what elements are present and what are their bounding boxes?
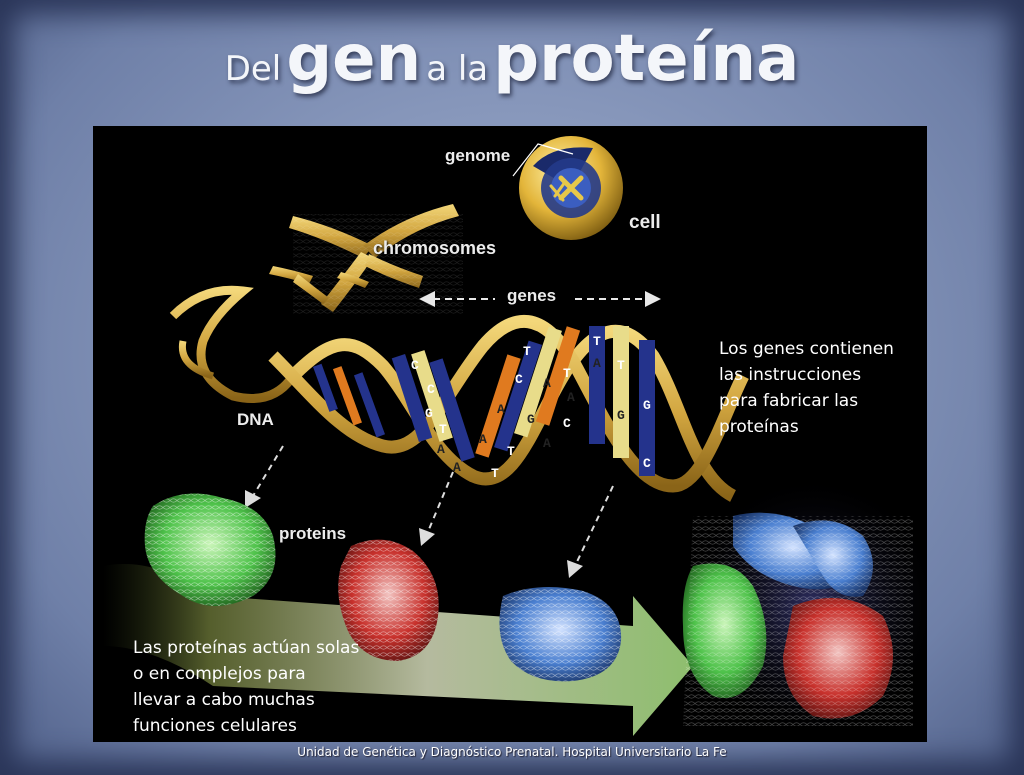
title-gen: gen [286, 22, 422, 96]
diagram-panel: genome cell chromosomes genes DNA protei… [93, 126, 927, 742]
dna-base-letter: G [527, 412, 535, 427]
dna-base-letter: G [617, 408, 625, 423]
dna-base-letter: T [617, 358, 625, 373]
dna-base-letter: G [425, 406, 433, 421]
dna-base-letter: C [427, 382, 435, 397]
genes-instructions-note: Los genes contienen las instrucciones pa… [719, 339, 894, 437]
dna-base-letter: A [479, 432, 487, 447]
dna-label: DNA [237, 410, 274, 429]
dna-base-letter: T [563, 366, 571, 381]
dna-base-letter: C [643, 456, 651, 471]
genes-label: genes [507, 286, 557, 305]
dna-base-letter: T [507, 444, 515, 459]
proteins-function-note: Las proteínas actúan solas o en complejo… [133, 638, 360, 736]
dna-base-letter: C [563, 416, 571, 431]
proteins-label: proteins [279, 524, 347, 543]
protein-red [338, 539, 439, 661]
dna-base-letter: T [593, 334, 601, 349]
title-proteina: proteína [493, 22, 800, 96]
dna-base-letter: T [491, 466, 499, 481]
diagram-illustration [103, 136, 927, 736]
slide-footer: Unidad de Genética y Diagnóstico Prenata… [297, 745, 727, 759]
dna-base-letter: T [523, 344, 531, 359]
title-a-la: a la [426, 49, 489, 89]
dna-base-letter: G [643, 398, 651, 413]
dna-base-letter: T [439, 422, 447, 437]
protein-complex [682, 476, 927, 736]
protein-blue [499, 587, 622, 682]
genome-label: genome [445, 146, 511, 165]
dna-base-letter: C [411, 358, 419, 373]
protein-green [144, 493, 276, 606]
genes-span-arrow [419, 291, 661, 307]
gene-to-protein-arrows [245, 445, 614, 578]
dna-base-pairs [313, 326, 655, 476]
dna-base-letter: A [453, 460, 461, 475]
cell-label: cell [629, 212, 661, 233]
dna-base-letter: A [497, 402, 505, 417]
dna-helix [169, 285, 749, 502]
dna-base-letter: A [437, 442, 445, 457]
dna-base-letter: C [515, 372, 523, 387]
dna-base-letter: A [567, 390, 575, 405]
title-del: Del [224, 49, 282, 89]
slide-title: Del gen a la proteína [0, 22, 1024, 112]
dna-base-letter: A [593, 356, 601, 371]
dna-base-letter: A [543, 436, 551, 451]
chromosomes-label: chromosomes [373, 238, 497, 258]
chromosome-illustration [269, 204, 463, 314]
dna-base-letter: A [543, 376, 551, 391]
cell-illustration [512, 136, 623, 240]
